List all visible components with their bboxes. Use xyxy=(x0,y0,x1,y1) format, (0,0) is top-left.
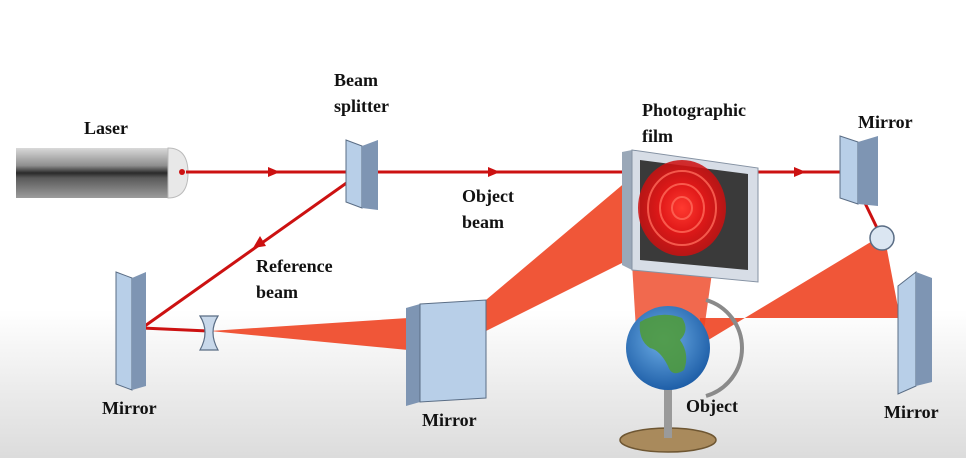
label-photographic-film-line2: film xyxy=(642,126,673,146)
hologram-interference-pattern xyxy=(638,160,726,256)
mirror-left xyxy=(115,271,146,391)
label-beam-splitter-line2: splitter xyxy=(334,96,389,116)
globe-object xyxy=(619,298,744,453)
mirror-top-right xyxy=(839,135,878,206)
continent-shape xyxy=(639,314,687,374)
beam-splitter xyxy=(345,139,378,210)
arrow-icon xyxy=(794,167,806,177)
label-object: Object xyxy=(686,396,738,416)
beam-left-mirror-to-lens xyxy=(141,326,209,333)
label-mirror-top-right: Mirror xyxy=(858,112,913,132)
laser-aperture xyxy=(179,169,185,175)
lens-right xyxy=(869,225,895,251)
label-mirror-center: Mirror xyxy=(422,410,477,430)
beam-splitter-to-left-mirror xyxy=(141,170,363,330)
globe-stand xyxy=(664,384,672,438)
mirror-center xyxy=(406,299,487,406)
lens-left xyxy=(198,315,220,351)
laser-body xyxy=(16,148,168,198)
laser-front-face xyxy=(167,147,189,199)
label-reference-beam-line1: Reference xyxy=(256,256,333,276)
photographic-film xyxy=(622,149,759,283)
laser xyxy=(16,147,189,199)
beam-arrows xyxy=(253,167,806,248)
mirror-bottom-right xyxy=(897,270,932,395)
arrow-icon xyxy=(253,236,266,248)
label-reference-beam-line2: beam xyxy=(256,282,298,302)
object-beam-expanded xyxy=(700,234,900,345)
label-object-beam-line2: beam xyxy=(462,212,504,232)
label-mirror-bottom-right: Mirror xyxy=(884,402,939,422)
label-mirror-left: Mirror xyxy=(102,398,157,418)
arrow-icon xyxy=(268,167,280,177)
label-photographic-film-line1: Photographic xyxy=(642,100,746,120)
label-beam-splitter-line1: Beam xyxy=(334,70,378,90)
label-object-beam-line1: Object xyxy=(462,186,514,206)
labels: Laser Beam splitter Photographic film Mi… xyxy=(84,70,939,430)
label-laser: Laser xyxy=(84,118,128,138)
arrow-icon xyxy=(488,167,500,177)
reference-beam-expanded xyxy=(210,318,408,350)
